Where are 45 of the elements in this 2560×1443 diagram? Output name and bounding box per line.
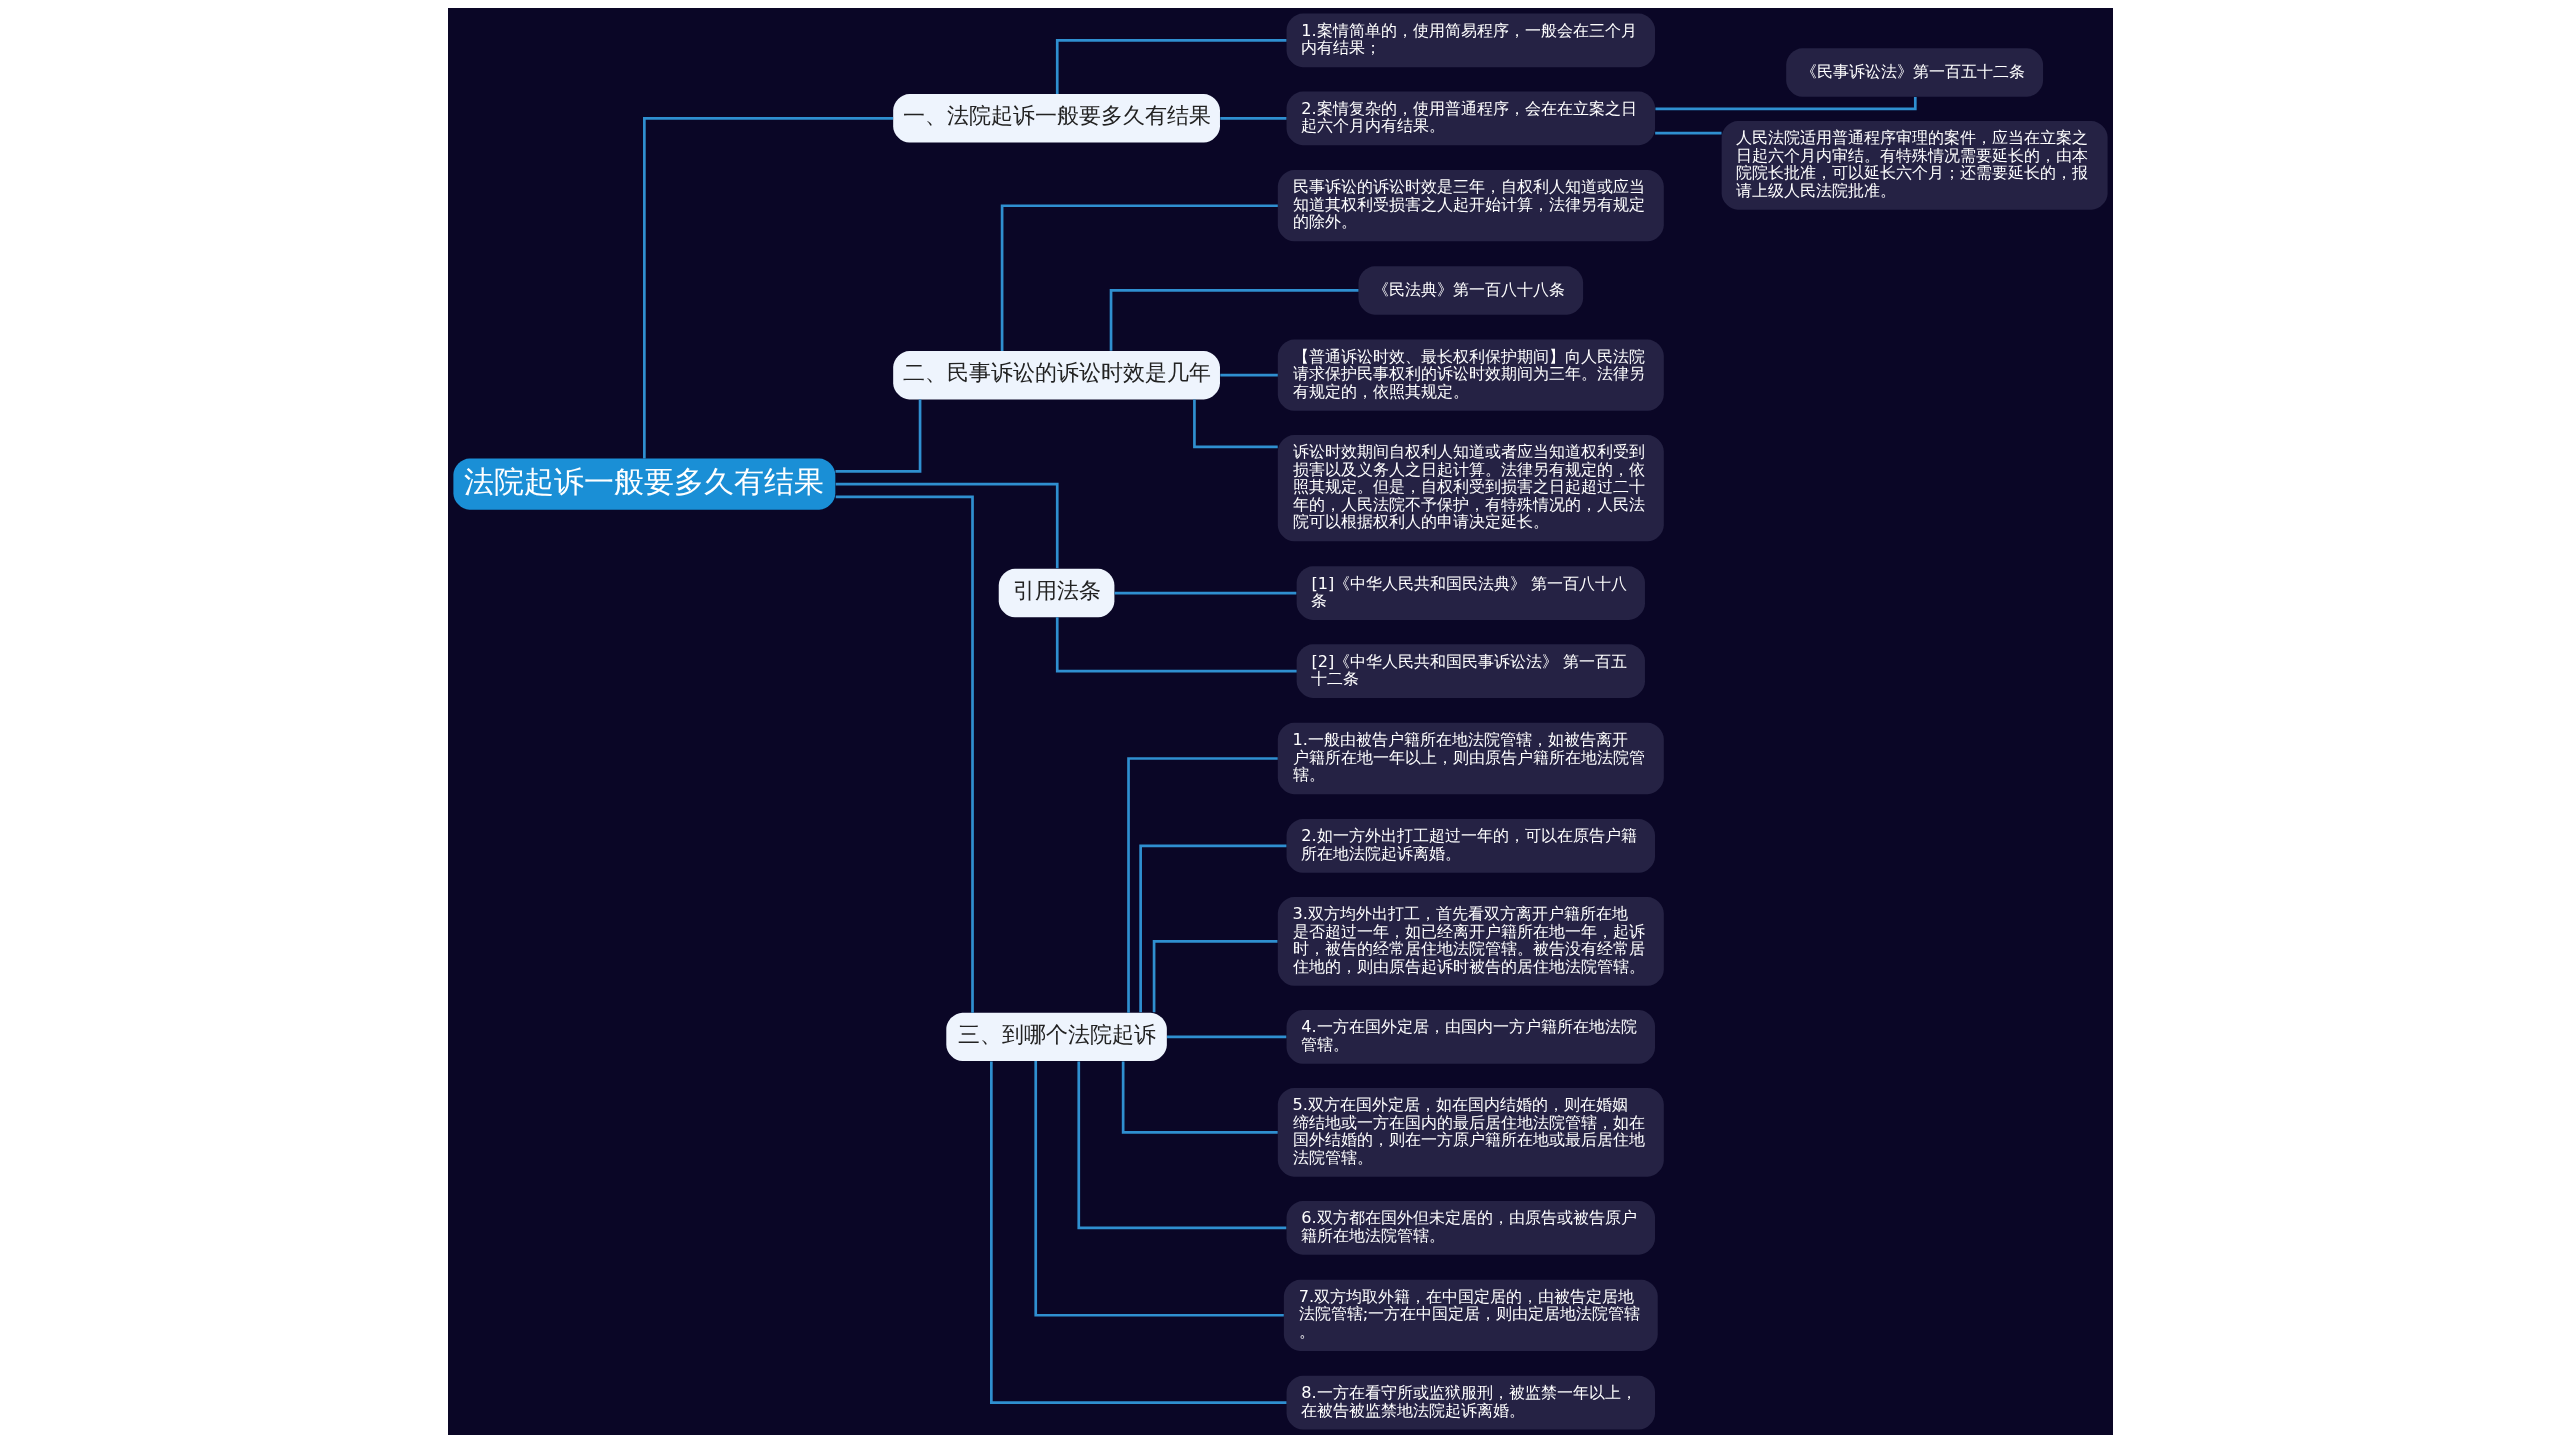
node-box: 1.案情简单的，使用简易程序，一般会在三个月内有结果； [1286,13,1655,68]
connector [1033,1061,1284,1317]
connector [1654,131,1721,135]
node-box: 《民法典》第一百八十八条 [1358,266,1583,315]
node-box: 二、民事诉讼的诉讼时效是几年 [892,351,1220,400]
connector [1121,1061,1278,1134]
connector [1192,399,1278,449]
node-box: 3.双方均外出打工，首先看双方离开户籍所在地是否超过一年，如已经离开户籍所在地一年，起诉时，被告的经常居住地法院管辖。被告没有经常居住地的，则由原告起诉时被告的居住地法院管辖。 [1277,897,1664,986]
connector [1109,289,1358,351]
node-box: 【普通诉讼时效、最长权利保护期间】向人民法院请求保护民事权利的诉讼时效期间为三年。法律另有规定的，依照其规定。 [1277,339,1664,411]
connector [1654,97,1917,111]
node-box: 2.案情复杂的，使用普通程序，会在在立案之日起六个月内有结果。 [1286,91,1655,146]
connector [834,399,921,473]
connector [1076,1061,1286,1230]
connector [989,1061,1286,1405]
node-box: 诉讼时效期间自权利人知道或者应当知道权利受到损害以及义务人之日起计算。法律另有规定的，依照其规定。但是，自权利受到损害之日起超过二十年的，人民法院不予保护，有特殊情况的，人民法院可以根据权利人的申请决定延长。 [1277,435,1664,542]
node-box: 法院起诉一般要多久有结果 [452,458,835,510]
node-box: 1.一般由被告户籍所在地法院管辖，如被告离开户籍所在地一年以上，则由原告户籍所在地法院管辖。 [1277,722,1664,795]
connector [835,482,1059,569]
connector [835,495,974,1013]
connector [1000,204,1278,351]
node-box: 民事诉讼的诉讼时效是三年，自权利人知道或应当知道其权利受损害之人起开始计算，法律另有规定的除外。 [1277,170,1664,242]
node-box: 人民法院适用普通程序审理的案件，应当在立案之日起六个月内审结。有特殊情况需要延长的，由本院院长批准，可以延长六个月；还需要延长的，报请上级人民法院批准。 [1721,121,2108,210]
connector [1055,617,1297,673]
connector [1219,116,1286,120]
connector [1152,940,1277,1013]
node-box: 三、到哪个法院起诉 [945,1012,1167,1062]
connector [1138,844,1286,1013]
node-box: 7.双方均取外籍，在中国定居的，由被告定居地法院管辖;一方在中国定居，则由定居地法院管辖。 [1283,1279,1658,1351]
node-box: [1]《中华人民共和国民法典》 第一百八十八条 [1296,566,1645,620]
connector [642,116,893,459]
node-box: 6.双方都在国外但未定居的，由原告或被告原户籍所在地法院管辖。 [1286,1200,1655,1255]
node-box: 《民事诉讼法》第一百五十二条 [1785,48,2043,97]
node-box: 2.如一方外出打工超过一年的，可以在原告户籍所在地法院起诉离婚。 [1286,819,1655,873]
node-box: 引用法条 [998,568,1114,618]
node-box: 4.一方在国外定居，由国内一方户籍所在地法院管辖。 [1286,1010,1655,1064]
node-box: 8.一方在看守所或监狱服刑，被监禁一年以上，在被告被监禁地法院起诉离婚。 [1286,1375,1655,1430]
connector [1055,38,1286,95]
connector [1166,1035,1286,1039]
node-box: [2]《中华人民共和国民事诉讼法》 第一百五十二条 [1296,644,1645,698]
connector [1114,591,1296,595]
node-box: 一、法院起诉一般要多久有结果 [892,94,1220,143]
connector [1126,757,1278,1013]
node-box: 5.双方在国外定居，如在国内结婚的，则在婚姻缔结地或一方在国内的最后居住地法院管辖，如在国外结婚的，则在一方原户籍所在地或最后居住地法院管辖。 [1277,1088,1664,1177]
connector [1219,373,1278,377]
